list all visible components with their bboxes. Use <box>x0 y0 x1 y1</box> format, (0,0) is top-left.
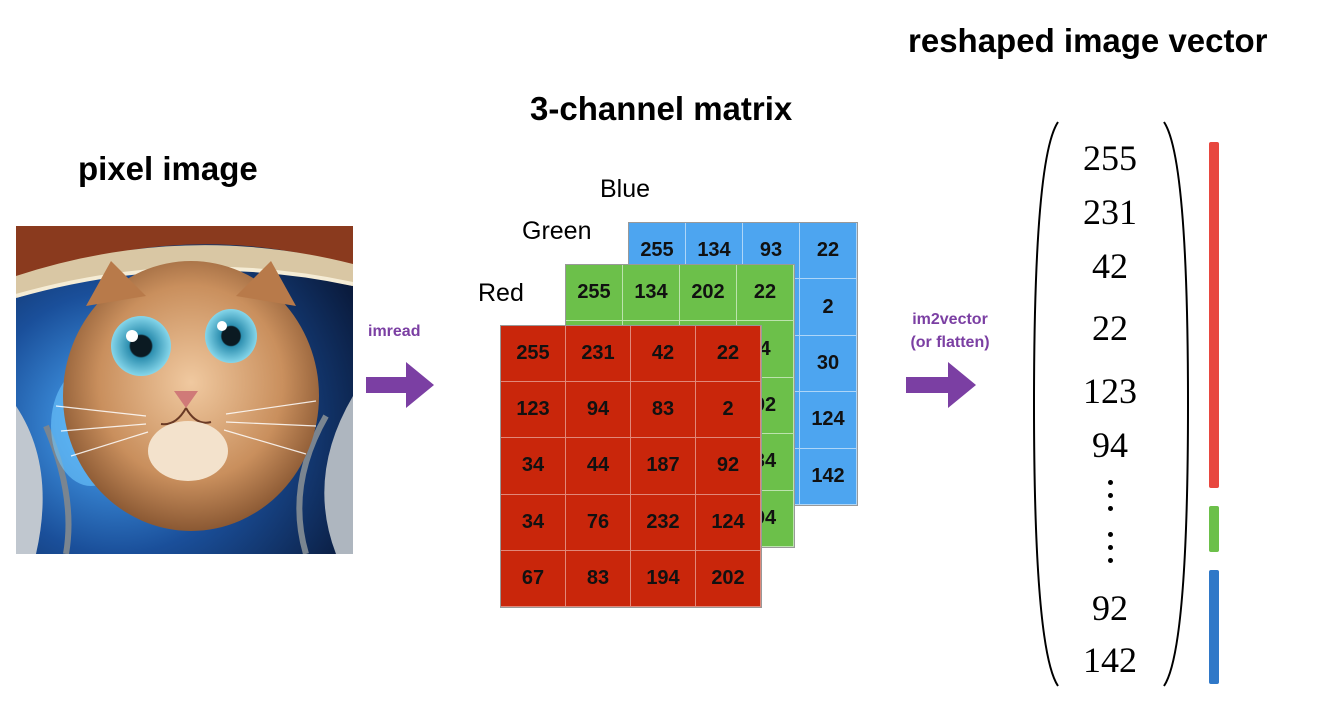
red-matrix-cell: 67 <box>501 550 566 607</box>
vector-title: reshaped image vector <box>908 22 1268 59</box>
vector-value: 255 <box>1083 138 1137 178</box>
red-segment-bar <box>1209 142 1219 488</box>
vector-value: 92 <box>1092 588 1128 628</box>
imread-label: imread <box>368 323 421 340</box>
right-parenthesis-icon <box>1163 121 1190 687</box>
red-matrix-cell: 194 <box>631 550 696 607</box>
red-matrix-cell: 34 <box>501 438 566 495</box>
vector-value: 22 <box>1092 308 1128 348</box>
green-channel-label: Green <box>522 217 592 245</box>
red-matrix-cell: 83 <box>566 550 631 607</box>
red-matrix-cell: 2 <box>696 382 761 439</box>
blue-segment-bar <box>1209 570 1219 684</box>
red-matrix-cell: 44 <box>566 438 631 495</box>
red-matrix-cell: 202 <box>696 550 761 607</box>
vector-value: 231 <box>1083 192 1137 232</box>
red-matrix-cell: 94 <box>566 382 631 439</box>
red-matrix-cell: 92 <box>696 438 761 495</box>
green-matrix-cell: 22 <box>737 265 794 322</box>
vector-value: 42 <box>1092 246 1128 286</box>
green-matrix-cell: 4 <box>737 321 794 378</box>
blue-channel-label: Blue <box>600 175 651 203</box>
green-matrix-cell: 255 <box>566 265 623 322</box>
red-matrix-cell: 231 <box>566 326 631 383</box>
pixel-image-title: pixel image <box>78 150 258 187</box>
blue-matrix-cell: 30 <box>800 335 857 393</box>
left-parenthesis-icon <box>1032 121 1059 687</box>
red-matrix-cell: 124 <box>696 494 761 551</box>
green-matrix-cell: 134 <box>623 265 680 322</box>
vector-value: 142 <box>1083 640 1137 680</box>
channel-segment-bars <box>1209 142 1219 684</box>
red-matrix-cell: 187 <box>631 438 696 495</box>
blue-matrix-cell: 22 <box>800 223 857 280</box>
red-matrix-cell: 42 <box>631 326 696 383</box>
cat-astronaut-image <box>16 226 353 554</box>
blue-matrix-cell: 124 <box>800 392 857 449</box>
im2vector-label: im2vector <box>912 311 988 328</box>
blue-matrix-cell: 142 <box>800 448 857 505</box>
red-matrix-cell: 123 <box>501 382 566 439</box>
red-matrix-cell: 255 <box>501 326 566 383</box>
imread-arrow-icon <box>366 362 434 408</box>
im2vector-arrow-icon <box>906 362 976 408</box>
red-matrix-cell: 34 <box>501 494 566 551</box>
red-matrix-cell: 22 <box>696 326 761 383</box>
vector-value: 94 <box>1092 425 1128 465</box>
green-matrix-cell: 202 <box>680 265 737 322</box>
flatten-label: (or flatten) <box>910 334 990 351</box>
green-segment-bar <box>1209 506 1219 552</box>
vertical-ellipsis-icon <box>1104 480 1116 519</box>
matrix-title: 3-channel matrix <box>530 90 793 127</box>
blue-matrix-cell: 2 <box>800 279 857 336</box>
vector-value: 123 <box>1083 371 1137 411</box>
red-matrix-cell: 76 <box>566 494 631 551</box>
red-matrix-cell: 83 <box>631 382 696 439</box>
vertical-ellipsis-icon <box>1104 532 1116 571</box>
red-matrix-cell: 232 <box>631 494 696 551</box>
red-channel-label: Red <box>478 279 524 307</box>
